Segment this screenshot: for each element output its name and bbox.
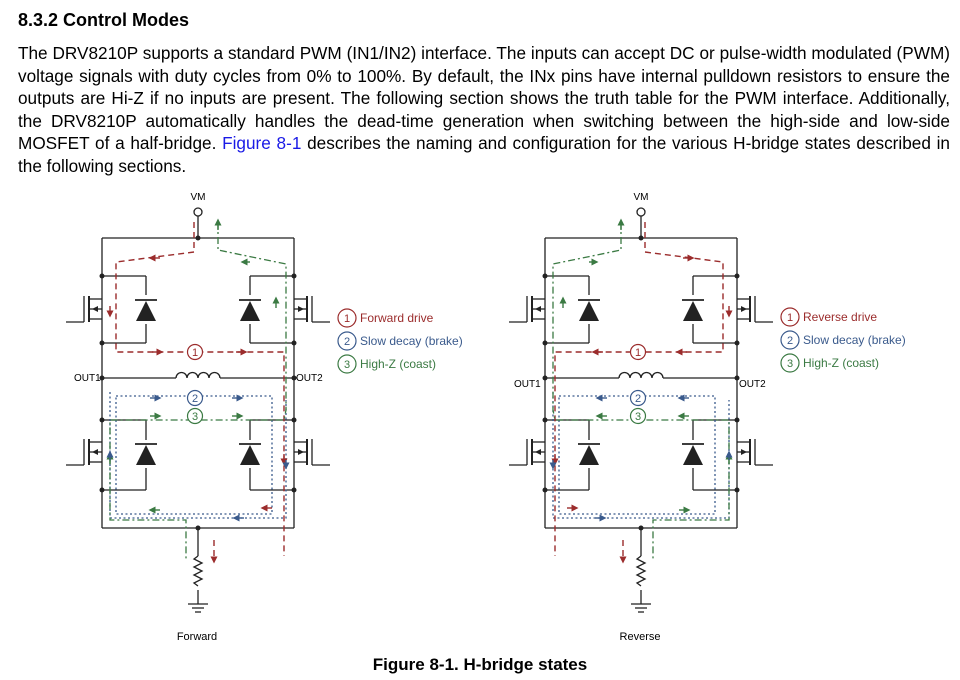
legend-number-3: 3 bbox=[787, 358, 793, 370]
legend-number-1: 1 bbox=[344, 313, 350, 325]
path-number-1: 1 bbox=[192, 347, 198, 359]
legend-slow-decay: Slow decay (brake) bbox=[360, 334, 463, 348]
paragraph-text-end: describes the naming and configuration f… bbox=[18, 133, 950, 176]
figure-caption: Figure 8-1. H-bridge states bbox=[372, 655, 588, 674]
figure-link[interactable]: Figure 8-1 bbox=[222, 133, 302, 154]
out2-label: OUT2 bbox=[296, 373, 323, 384]
reverse-title: Reverse bbox=[620, 631, 661, 643]
path-number-1: 1 bbox=[635, 347, 641, 359]
legend-number-1: 1 bbox=[787, 312, 793, 324]
paragraph-text: The DRV8210P supports a standard PWM (IN… bbox=[18, 43, 950, 154]
path-number-3: 3 bbox=[635, 411, 641, 423]
legend-reverse-drive: Reverse drive bbox=[803, 310, 877, 324]
legend-high-z: High-Z (coast) bbox=[360, 357, 436, 371]
forward-diagram: 1 3 2 VM OUT1 OUT2 Forward 1 Forward dri… bbox=[65, 192, 463, 643]
vm-label: VM bbox=[191, 192, 206, 203]
path-number-2: 2 bbox=[192, 393, 198, 405]
forward-title: Forward bbox=[177, 631, 217, 643]
legend-number-3: 3 bbox=[344, 359, 350, 371]
forward-legend: 1 Forward drive 2 Slow decay (brake) 3 H… bbox=[337, 308, 463, 374]
section-heading: 8.3.2 Control Modes bbox=[18, 10, 190, 30]
reverse-diagram: 1 3 2 VM OUT1 OUT2 Reverse 1 Reverse dri… bbox=[508, 192, 906, 643]
legend-high-z: High-Z (coast) bbox=[803, 356, 879, 370]
path-number-3: 3 bbox=[192, 411, 198, 423]
path-number-2: 2 bbox=[635, 393, 641, 405]
out1-label: OUT1 bbox=[514, 379, 541, 390]
legend-forward-drive: Forward drive bbox=[360, 311, 434, 325]
legend-slow-decay: Slow decay (brake) bbox=[803, 333, 906, 347]
reverse-legend: 1 Reverse drive 2 Slow decay (brake) 3 H… bbox=[780, 307, 906, 373]
out2-label: OUT2 bbox=[739, 379, 766, 390]
legend-number-2: 2 bbox=[344, 336, 350, 348]
vm-label: VM bbox=[634, 192, 649, 203]
out1-label: OUT1 bbox=[74, 373, 101, 384]
legend-number-2: 2 bbox=[787, 335, 793, 347]
section-paragraph: The DRV8210P supports a standard PWM (IN… bbox=[18, 42, 950, 178]
